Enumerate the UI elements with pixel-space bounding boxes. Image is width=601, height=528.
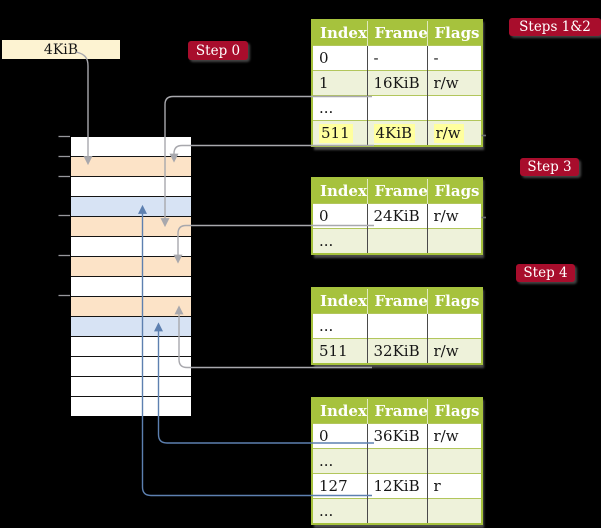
col-header-index: Index — [312, 288, 368, 314]
cell-flags: r/w — [427, 203, 482, 229]
col-header-frame: Frame — [367, 20, 428, 46]
table-row: 511 32KiB r/w — [312, 338, 482, 364]
highlight-mark: 4KiB — [373, 124, 416, 143]
cell-frame: 24KiB — [367, 203, 428, 229]
col-header-flags: Flags — [427, 20, 482, 46]
badge-steps-1-2-label: Steps 1&2 — [519, 19, 591, 35]
page-table-step-4-upper: Index Frame Flags ... 511 32KiB r/w — [311, 287, 483, 365]
cell-flags: r/w — [427, 338, 482, 364]
cell-index: 511 — [312, 120, 368, 146]
col-header-flags: Flags — [427, 178, 482, 204]
cell-flags — [427, 448, 482, 474]
table-header-row: Index Frame Flags — [312, 20, 482, 46]
table-row: 0 24KiB r/w — [312, 203, 482, 229]
table-row: ... — [312, 228, 482, 254]
badge-step-4: Step 4 — [516, 264, 575, 282]
table-row: ... — [312, 498, 482, 524]
cell-index: 511 — [312, 338, 368, 364]
cell-flags — [427, 95, 482, 121]
cell-flags — [427, 313, 482, 339]
table-row: 0 36KiB r/w — [312, 423, 482, 449]
highlight-mark: 511 — [319, 124, 353, 143]
cell-index: 1 — [312, 70, 368, 96]
table-row: 1 16KiB r/w — [312, 70, 482, 96]
table-row: 127 12KiB r — [312, 473, 482, 499]
cell-frame — [367, 448, 428, 474]
cell-frame: 16KiB — [367, 70, 428, 96]
page-table-steps-1-2: Index Frame Flags 0 - - 1 16KiB r/w ... — [311, 19, 483, 147]
cell-frame: 36KiB — [367, 423, 428, 449]
memory-row-orange — [71, 157, 191, 177]
cell-index: 0 — [312, 423, 368, 449]
badge-step-3-label: Step 3 — [527, 159, 572, 175]
table-header-row: Index Frame Flags — [312, 398, 482, 424]
badge-step-0-label: Step 0 — [195, 42, 241, 59]
memory-row-orange — [71, 297, 191, 317]
cell-frame — [367, 313, 428, 339]
memory-row-plain — [71, 237, 191, 257]
page-table-step-3: Index Frame Flags 0 24KiB r/w ... — [311, 177, 483, 255]
col-header-flags: Flags — [427, 288, 482, 314]
memory-row-plain — [71, 377, 191, 397]
memory-row-plain — [71, 277, 191, 297]
table-row: 0 - - — [312, 45, 482, 71]
badge-step-0: Step 0 — [188, 41, 248, 60]
table-row: ... — [312, 95, 482, 121]
cell-frame: 32KiB — [367, 338, 428, 364]
memory-row-plain — [71, 337, 191, 357]
badge-step-3: Step 3 — [520, 158, 579, 176]
page-table-step-4-lower: Index Frame Flags 0 36KiB r/w ... 127 12… — [311, 397, 483, 525]
memory-row-orange — [71, 217, 191, 237]
col-header-frame: Frame — [367, 398, 428, 424]
col-header-flags: Flags — [427, 398, 482, 424]
cell-frame — [367, 228, 428, 254]
memory-row-orange — [71, 257, 191, 277]
col-header-index: Index — [312, 178, 368, 204]
memory-row-plain — [71, 357, 191, 377]
cell-frame: - — [367, 45, 428, 71]
cell-flags: r/w — [427, 423, 482, 449]
cell-index: ... — [312, 448, 368, 474]
cell-index: ... — [312, 313, 368, 339]
badge-steps-1-2: Steps 1&2 — [509, 18, 601, 36]
table-header-row: Index Frame Flags — [312, 178, 482, 204]
cell-index: 0 — [312, 203, 368, 229]
col-header-frame: Frame — [367, 288, 428, 314]
cell-index: ... — [312, 95, 368, 121]
cell-index: 0 — [312, 45, 368, 71]
table-row-highlighted: 511 4KiB r/w — [312, 120, 482, 146]
table-row: ... — [312, 448, 482, 474]
cell-frame — [367, 498, 428, 524]
memory-row-plain — [71, 397, 191, 416]
cell-flags: - — [427, 45, 482, 71]
col-header-frame: Frame — [367, 178, 428, 204]
cell-frame: 12KiB — [367, 473, 428, 499]
cell-flags — [427, 228, 482, 254]
table-row: ... — [312, 313, 482, 339]
col-header-index: Index — [312, 20, 368, 46]
memory-row-plain — [71, 177, 191, 197]
cell-frame: 4KiB — [367, 120, 428, 146]
memory-tick-marks — [58, 135, 70, 297]
table-header-row: Index Frame Flags — [312, 288, 482, 314]
cell-flags: r — [427, 473, 482, 499]
size-label-4kib: 4KiB — [2, 40, 120, 59]
memory-column — [70, 136, 192, 417]
cell-index: ... — [312, 228, 368, 254]
cell-index: ... — [312, 498, 368, 524]
highlight-mark: r/w — [433, 124, 464, 143]
memory-row-blue — [71, 317, 191, 337]
size-label-text: 4KiB — [43, 41, 79, 58]
cell-frame — [367, 95, 428, 121]
badge-step-4-label: Step 4 — [523, 265, 568, 281]
cell-flags — [427, 498, 482, 524]
cell-flags: r/w — [427, 120, 482, 146]
cell-flags: r/w — [427, 70, 482, 96]
col-header-index: Index — [312, 398, 368, 424]
memory-row-plain — [71, 137, 191, 157]
cell-index: 127 — [312, 473, 368, 499]
memory-row-blue — [71, 197, 191, 217]
